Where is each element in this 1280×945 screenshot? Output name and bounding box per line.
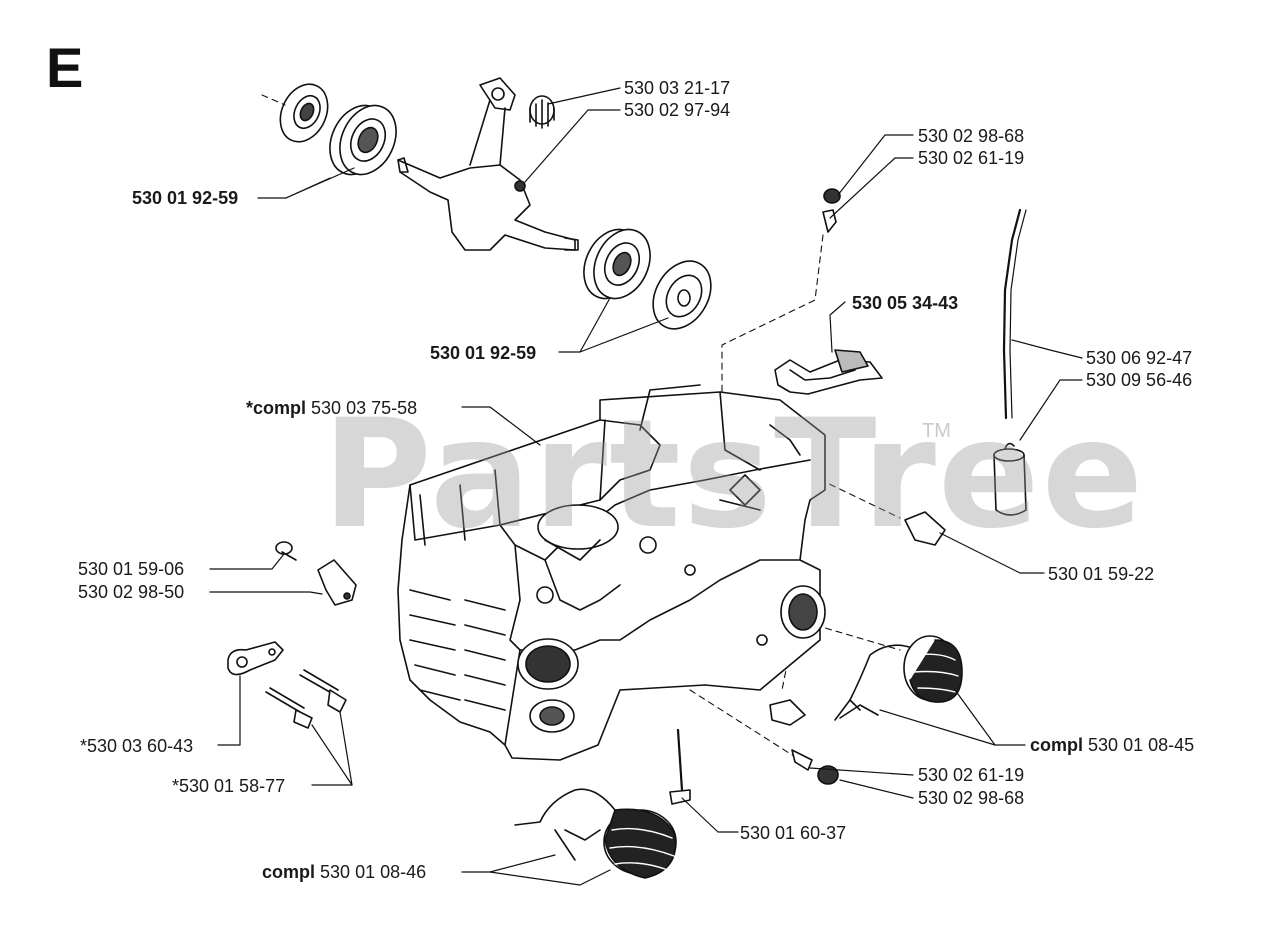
av-buffer-right xyxy=(834,635,963,721)
part-label: 530 03 21-17 xyxy=(624,78,731,98)
nut-screw-lower-right xyxy=(791,749,839,785)
trademark-symbol: TM xyxy=(922,420,951,442)
screw-small-left xyxy=(275,541,297,561)
part-label: 530 02 61-19 xyxy=(918,765,1025,785)
part-label: 530 06 92-47 xyxy=(1086,348,1193,368)
plate-bracket xyxy=(227,641,284,676)
crankcase xyxy=(397,384,826,761)
part-label: 530 02 98-68 xyxy=(918,788,1025,808)
part-label: 530 02 97-94 xyxy=(624,100,731,120)
needle-bearing xyxy=(529,95,555,129)
watermark: PartsTree xyxy=(322,388,1146,562)
part-label: *530 01 58-77 xyxy=(172,776,286,796)
oil-seal-upper xyxy=(279,83,329,143)
crankshaft xyxy=(397,77,579,251)
av-buffer-lower xyxy=(514,788,677,879)
part-label: 530 02 61-19 xyxy=(918,148,1025,168)
clip-right xyxy=(769,511,946,726)
fuel-hose xyxy=(1002,208,1027,420)
part-label: *530 03 60-43 xyxy=(80,736,194,756)
part-label-bold: 530 01 92-59 xyxy=(132,188,239,208)
part-label-bold: 530 01 92-59 xyxy=(430,343,537,363)
assembly-guide-lines xyxy=(261,94,901,761)
bolts-pair xyxy=(265,669,347,729)
leader-lines xyxy=(209,87,1083,886)
part-label-compl: compl 530 01 08-45 xyxy=(1030,735,1195,755)
part-label-compl: *compl 530 03 75-58 xyxy=(246,398,418,418)
part-label: 530 02 98-50 xyxy=(78,582,185,602)
chain-catcher xyxy=(774,349,883,395)
screw-lower-center xyxy=(669,728,691,805)
part-label: 530 01 59-06 xyxy=(78,559,185,579)
part-label: 530 01 60-37 xyxy=(740,823,847,843)
part-label-bold: 530 05 34-43 xyxy=(852,293,959,313)
oil-seal-lower xyxy=(652,260,712,330)
part-label-compl: compl 530 01 08-46 xyxy=(262,862,427,882)
section-letter: E xyxy=(46,36,84,99)
part-label: 530 09 56-46 xyxy=(1086,370,1193,390)
fuel-filter xyxy=(993,442,1027,516)
part-label: 530 02 98-68 xyxy=(918,126,1025,146)
ball-bearing-lower xyxy=(583,228,651,300)
clip-left xyxy=(317,559,357,606)
ball-bearing-upper xyxy=(329,104,397,176)
part-label: 530 01 59-22 xyxy=(1048,564,1155,584)
